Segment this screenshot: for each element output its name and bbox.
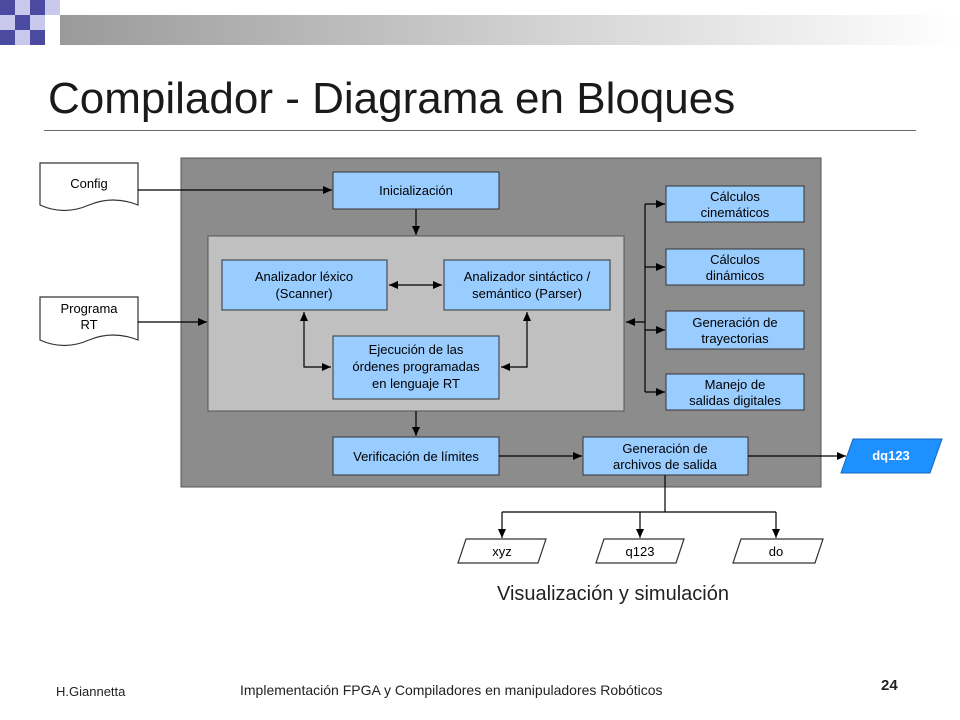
decor-square-6 (15, 15, 30, 30)
generacion-archivos-block: Generación de archivos de salida (582, 436, 749, 476)
programa-rt-input: Programa RT (39, 296, 139, 347)
svg-text:órdenes programadas: órdenes programadas (352, 359, 480, 374)
svg-text:Analizador sintáctico /: Analizador sintáctico / (464, 269, 591, 284)
svg-text:Cálculos: Cálculos (710, 252, 760, 267)
decor-square-10 (0, 30, 15, 45)
svg-text:salidas digitales: salidas digitales (689, 393, 781, 408)
decor-square-4 (45, 0, 60, 15)
svg-text:dq123: dq123 (872, 448, 910, 463)
svg-text:q123: q123 (626, 544, 655, 559)
title-divider (44, 130, 916, 131)
ejecucion-ordenes-block: Ejecución de las órdenes programadas en … (332, 335, 500, 400)
svg-text:cinemáticos: cinemáticos (701, 205, 770, 220)
svg-text:Analizador léxico: Analizador léxico (255, 269, 353, 284)
analizador-sintactico-block: Analizador sintáctico / semántico (Parse… (443, 259, 611, 311)
svg-text:trayectorias: trayectorias (701, 331, 769, 346)
svg-text:dinámicos: dinámicos (706, 268, 765, 283)
arrow-lexico-ejecucion (300, 312, 331, 371)
analizador-lexico-block: Analizador léxico (Scanner) (221, 259, 388, 311)
config-input: Config (39, 162, 139, 212)
decor-square-2 (15, 0, 30, 15)
calculos-dinamicos-block: Cálculos dinámicos (665, 248, 805, 286)
svg-text:archivos de salida: archivos de salida (613, 457, 718, 472)
page-number: 24 (881, 677, 898, 694)
xyz-output: xyz (457, 538, 547, 564)
svg-text:en lenguaje RT: en lenguaje RT (372, 376, 460, 391)
svg-text:Manejo de: Manejo de (705, 377, 766, 392)
svg-text:(Scanner): (Scanner) (275, 286, 332, 301)
calculos-cinematicos-block: Cálculos cinemáticos (665, 185, 805, 223)
decor-square-9 (30, 30, 45, 45)
svg-text:Config: Config (70, 176, 108, 191)
slide-title: Compilador - Diagrama en Bloques (48, 74, 736, 123)
manejo-salidas-block: Manejo de salidas digitales (665, 373, 805, 411)
decor-square-8 (15, 30, 30, 45)
arrow-sintactico-ejecucion (501, 312, 531, 371)
decor-square-5 (0, 15, 15, 30)
svg-text:xyz: xyz (492, 544, 512, 559)
inicializacion-block: Inicialización (332, 171, 500, 210)
connectors (138, 186, 846, 538)
decor-square-3 (30, 0, 45, 15)
q123-output: q123 (595, 538, 685, 564)
decor-square-7 (30, 15, 45, 30)
footer-course-title: Implementación FPGA y Compiladores en ma… (240, 682, 663, 698)
svg-text:Generación de: Generación de (622, 441, 707, 456)
decor-square-1 (0, 0, 15, 15)
do-output: do (732, 538, 824, 564)
svg-text:Generación de: Generación de (692, 315, 777, 330)
svg-text:semántico (Parser): semántico (Parser) (472, 286, 582, 301)
svg-text:Inicialización: Inicialización (379, 183, 453, 198)
verificacion-limites-block: Verificación de límites (332, 436, 500, 476)
decor-gradient-band (60, 15, 960, 45)
author-label: H.Giannetta (56, 684, 126, 699)
dq123-output: dq123 (840, 438, 943, 474)
svg-text:Cálculos: Cálculos (710, 189, 760, 204)
svg-text:Ejecución de las: Ejecución de las (369, 342, 464, 357)
svg-text:RT: RT (80, 317, 97, 332)
svg-text:Programa: Programa (60, 301, 118, 316)
svg-text:Verificación de límites: Verificación de límites (353, 449, 479, 464)
generacion-trayectorias-block: Generación de trayectorias (665, 310, 805, 350)
visualization-caption: Visualización y simulación (497, 583, 729, 605)
svg-text:do: do (769, 544, 783, 559)
